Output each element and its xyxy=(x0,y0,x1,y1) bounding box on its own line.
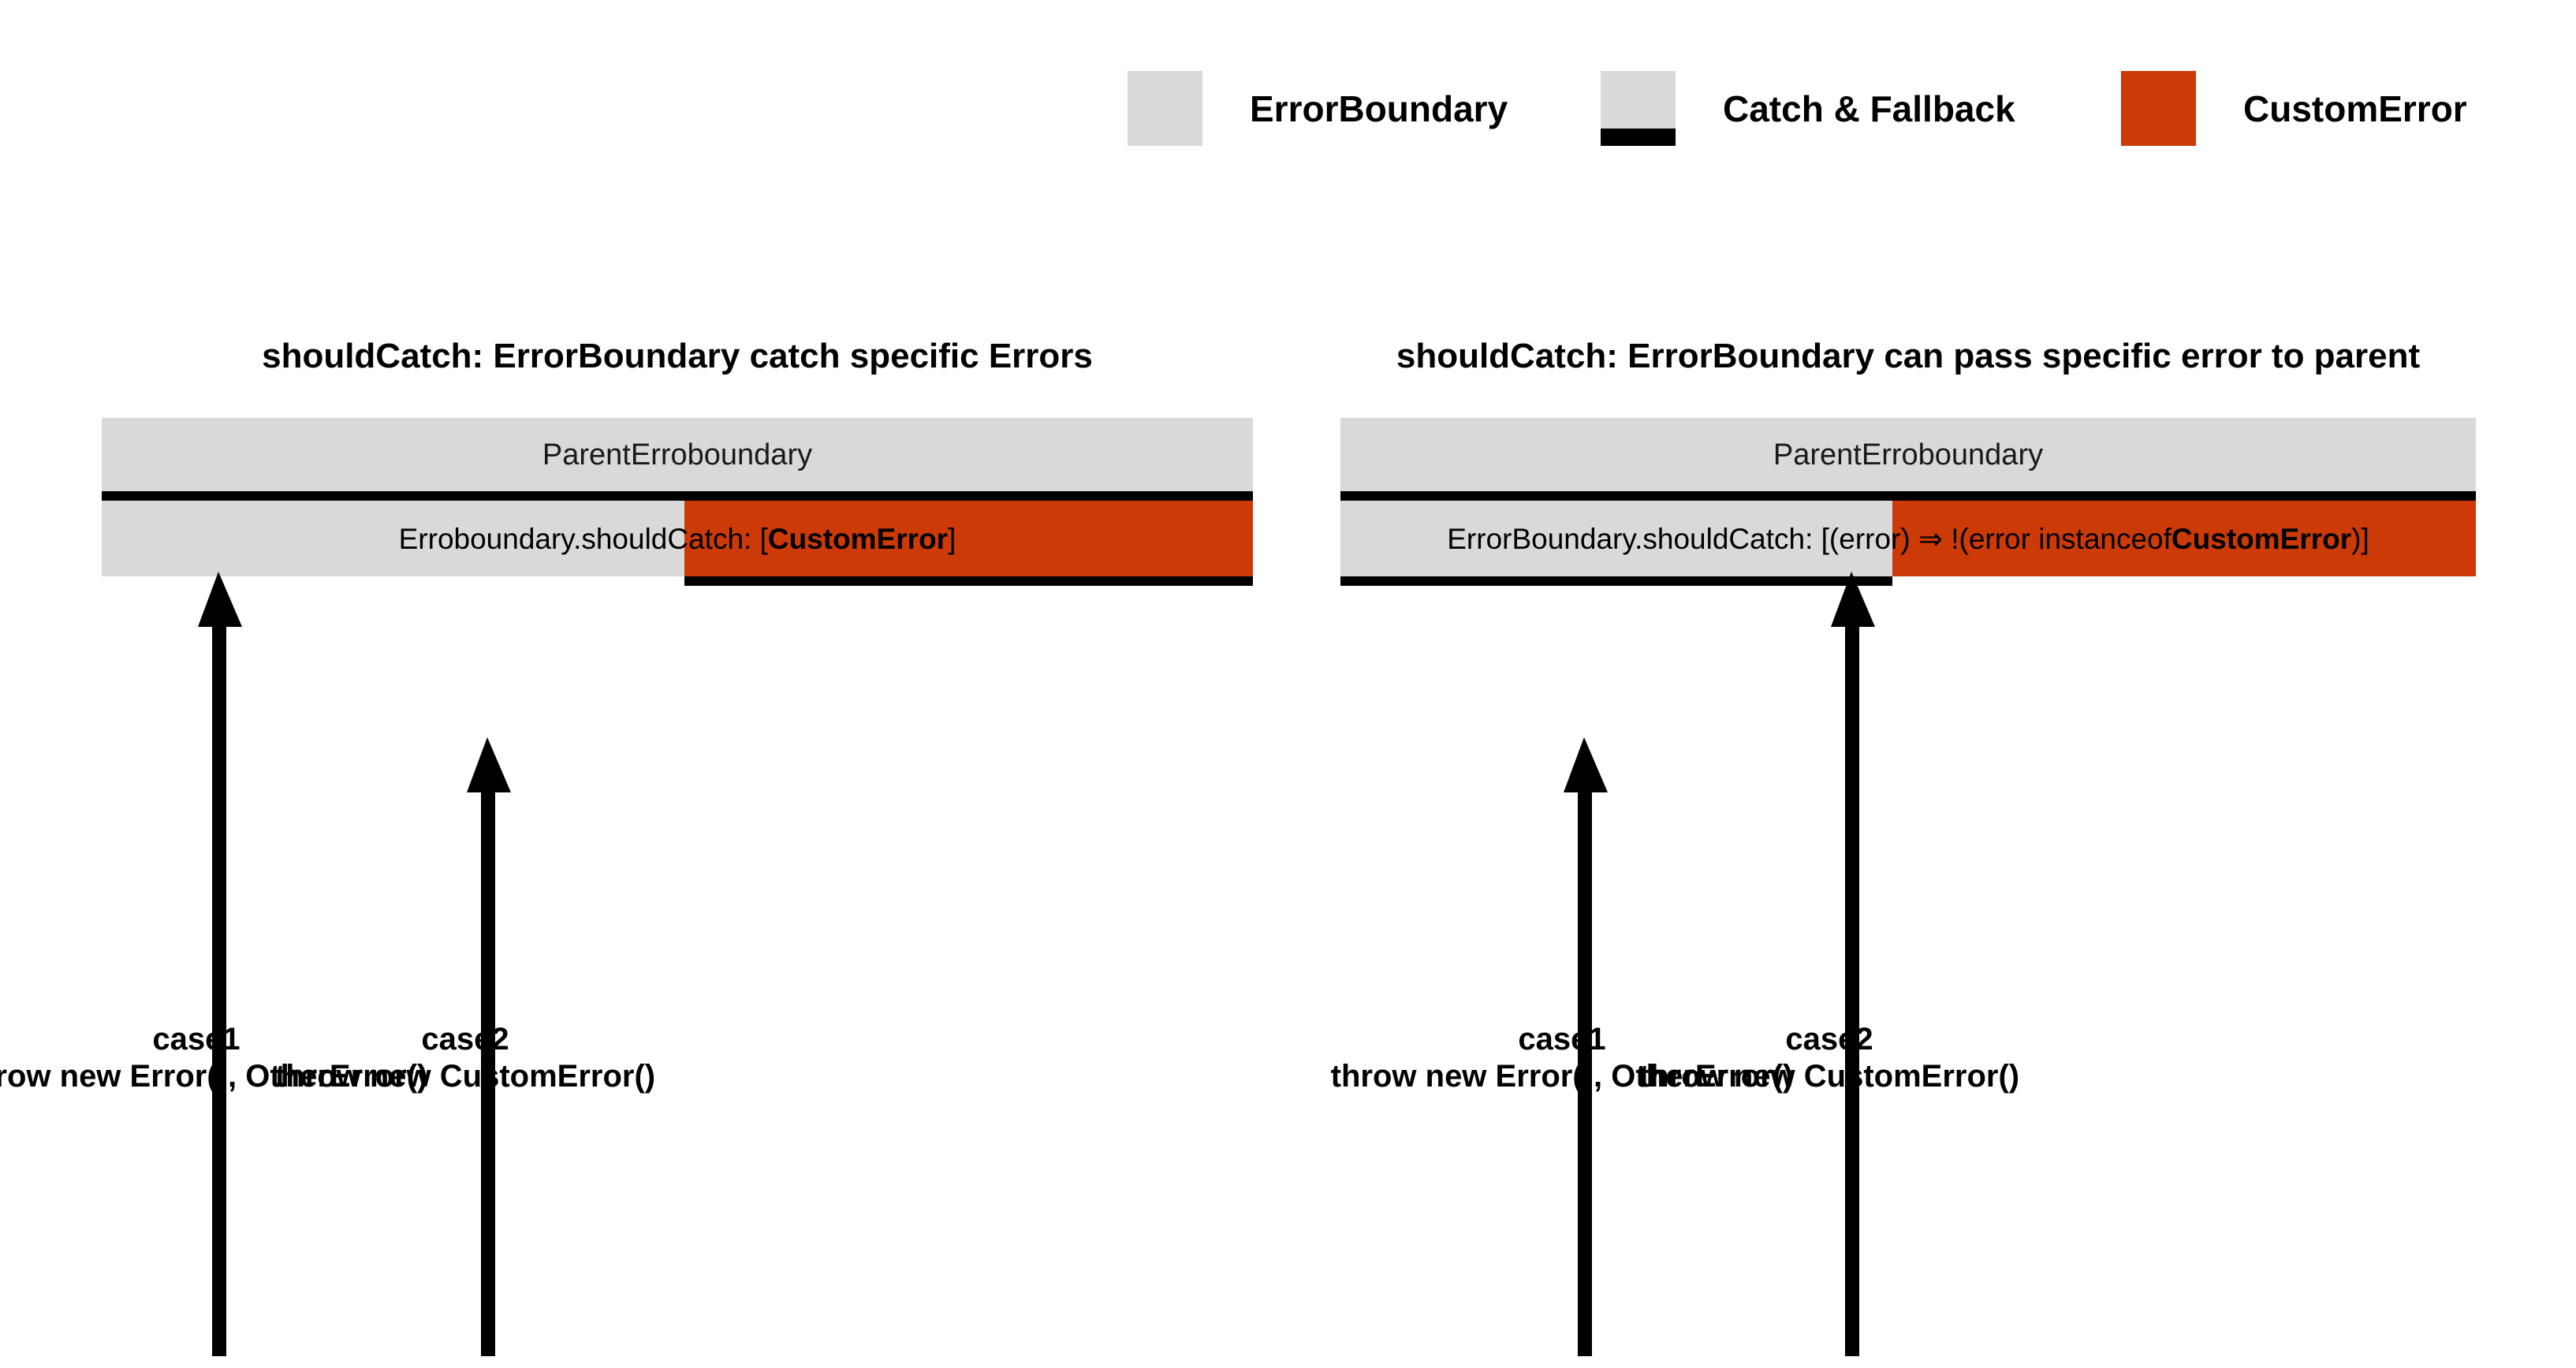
legend: ErrorBoundary Catch & Fallback CustomErr… xyxy=(1128,71,2515,166)
case1-caption-right: case1 throw new Error(), OtherError() xyxy=(1331,1021,1794,1095)
case1-title-right: case1 xyxy=(1518,1022,1606,1057)
case2-detail-left: throw new CustomError() xyxy=(274,1059,656,1094)
diagram-panel-left: shouldCatch: ErrorBoundary catch specifi… xyxy=(0,337,1253,1356)
customerror-swatch-icon xyxy=(2121,71,2196,146)
legend-item-customerror: CustomError xyxy=(2121,71,2515,146)
panel-title-left: shouldCatch: ErrorBoundary catch specifi… xyxy=(262,337,1093,375)
catch-fallback-bottom-bar-right xyxy=(1340,576,1892,586)
legend-label-customerror: CustomError xyxy=(2243,88,2467,129)
parent-errorboundary-box-right: ParentErroboundary xyxy=(1340,418,2476,491)
case1-detail-right: throw new Error(), OtherError() xyxy=(1330,1059,1794,1094)
bottom-bar-row-left xyxy=(102,576,1253,586)
case1-detail-left: throw new Error(), OtherError() xyxy=(0,1059,428,1094)
inner-errorboundary-band-left: Erroboundary.shouldCatch: [CustomError] xyxy=(102,501,1253,576)
legend-label-errorboundary: ErrorBoundary xyxy=(1250,88,1508,129)
catch-fallback-swatch-icon xyxy=(1601,71,1676,146)
legend-label-catch-fallback: Catch & Fallback xyxy=(1723,88,2015,129)
catch-fallback-bottom-bar-left xyxy=(684,576,1253,586)
diagram-panel-right: shouldCatch: ErrorBoundary can pass spec… xyxy=(1331,337,2476,1356)
catch-fallback-divider-right xyxy=(1340,491,2476,501)
panel-title-right: shouldCatch: ErrorBoundary can pass spec… xyxy=(1396,337,2421,375)
case2-title-left: case2 xyxy=(421,1022,509,1057)
parent-errorboundary-label-left: ParentErroboundary xyxy=(542,438,813,472)
legend-item-errorboundary: ErrorBoundary xyxy=(1128,71,1601,146)
case1-caption-left: case1 throw new Error(), OtherError() xyxy=(0,1021,427,1095)
catch-fallback-bar-icon xyxy=(1601,129,1676,146)
inner-segment-orange-right xyxy=(1892,501,2476,576)
case2-caption-left: case2 throw new CustomError() xyxy=(275,1021,655,1095)
parent-errorboundary-label-right: ParentErroboundary xyxy=(1773,438,2044,472)
inner-segment-gray-right xyxy=(1340,501,1892,576)
case1-title-left: case1 xyxy=(152,1022,240,1057)
boundary-stack-right: ParentErroboundary ErrorBoundary.shouldC… xyxy=(1340,418,2476,586)
inner-errorboundary-band-right: ErrorBoundary.shouldCatch: [(error) ⇒ !(… xyxy=(1340,501,2476,576)
errorboundary-swatch-icon xyxy=(1128,71,1202,146)
legend-item-catch-fallback: Catch & Fallback xyxy=(1601,71,2121,146)
inner-segment-orange-left xyxy=(684,501,1253,576)
bottom-bar-row-right xyxy=(1340,576,2476,586)
inner-segment-gray-left xyxy=(102,501,684,576)
catch-fallback-divider-left xyxy=(102,491,1253,501)
case2-title-right: case2 xyxy=(1785,1022,1873,1057)
case2-caption-right: case2 throw new CustomError() xyxy=(1639,1021,2019,1095)
case2-detail-right: throw new CustomError() xyxy=(1638,1059,2020,1094)
parent-errorboundary-box-left: ParentErroboundary xyxy=(102,418,1253,491)
boundary-stack-left: ParentErroboundary Erroboundary.shouldCa… xyxy=(102,418,1253,586)
